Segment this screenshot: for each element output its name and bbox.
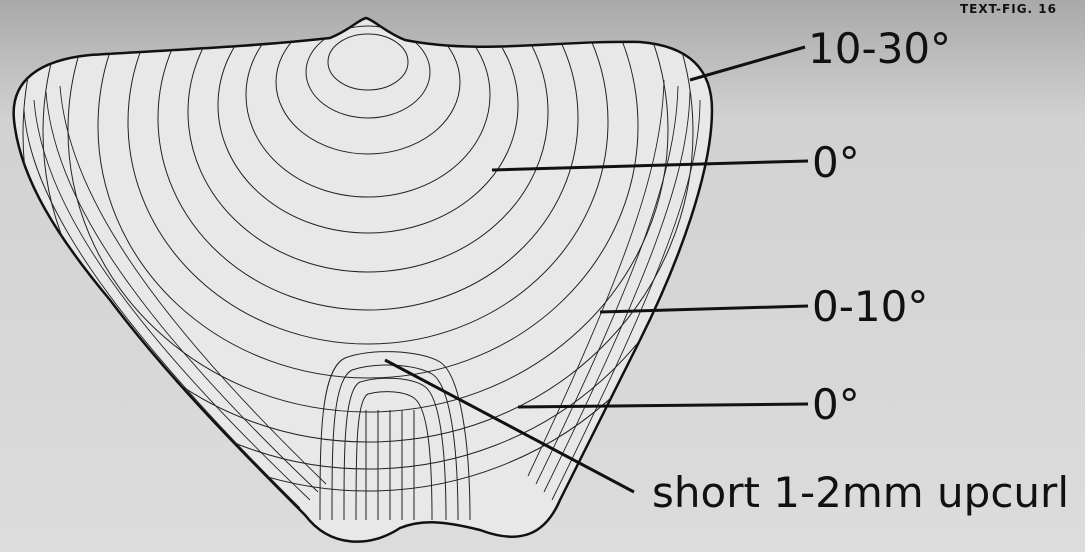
label-flank: 0-10° <box>812 286 928 328</box>
figure-tag: TEXT-FIG. 16 <box>960 3 1057 15</box>
label-upper-margin: 10-30° <box>808 28 951 70</box>
label-umbonal-area: 0° <box>812 142 860 184</box>
label-sulcus-margin: short 1-2mm upcurl <box>652 472 1069 514</box>
label-sulcus-floor: 0° <box>812 384 860 426</box>
